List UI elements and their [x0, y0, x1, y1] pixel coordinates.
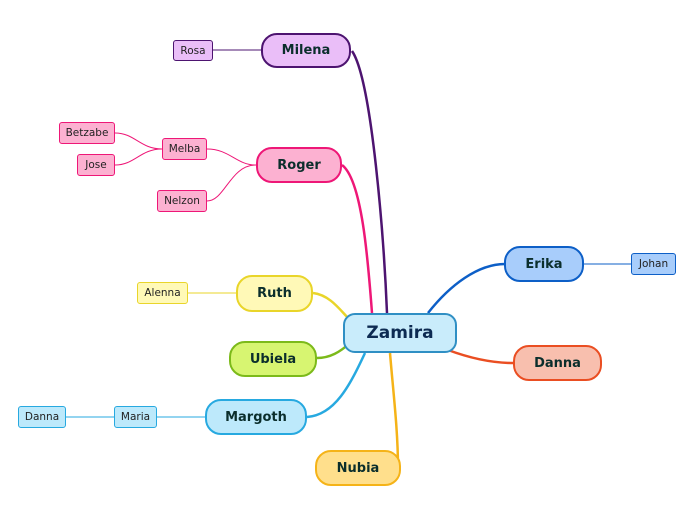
connector-zamira-ruth [312, 291, 351, 321]
subtopic-alenna[interactable]: Alenna [137, 282, 188, 304]
connector-roger-nelzon [206, 164, 257, 202]
root-node-zamira[interactable]: Zamira [343, 313, 457, 353]
connector-zamira-erika [427, 262, 506, 314]
connector-roger-melba [206, 148, 257, 166]
subtopic-danna-maria[interactable]: Danna [18, 406, 66, 428]
connector-zamira-danna [447, 348, 514, 365]
topic-erika[interactable]: Erika [504, 246, 584, 282]
topic-roger[interactable]: Roger [256, 147, 342, 183]
subtopic-johan[interactable]: Johan [631, 253, 676, 275]
topic-danna[interactable]: Danna [513, 345, 602, 381]
connector-zamira-margoth [306, 352, 367, 419]
connector-melba-jose [114, 148, 163, 166]
topic-nubia[interactable]: Nubia [315, 450, 401, 486]
topic-milena[interactable]: Milena [261, 33, 351, 68]
topic-margoth[interactable]: Margoth [205, 399, 307, 435]
subtopic-betzabe[interactable]: Betzabe [59, 122, 115, 144]
topic-ruth[interactable]: Ruth [236, 275, 313, 312]
subtopic-rosa[interactable]: Rosa [173, 40, 213, 61]
subtopic-nelzon[interactable]: Nelzon [157, 190, 207, 212]
subtopic-melba[interactable]: Melba [162, 138, 207, 160]
connector-zamira-roger [341, 164, 374, 314]
topic-ubiela[interactable]: Ubiela [229, 341, 317, 377]
subtopic-jose[interactable]: Jose [77, 154, 115, 176]
subtopic-maria[interactable]: Maria [114, 406, 157, 428]
connector-zamira-milena [350, 50, 389, 314]
connector-melba-betzabe [114, 132, 163, 150]
